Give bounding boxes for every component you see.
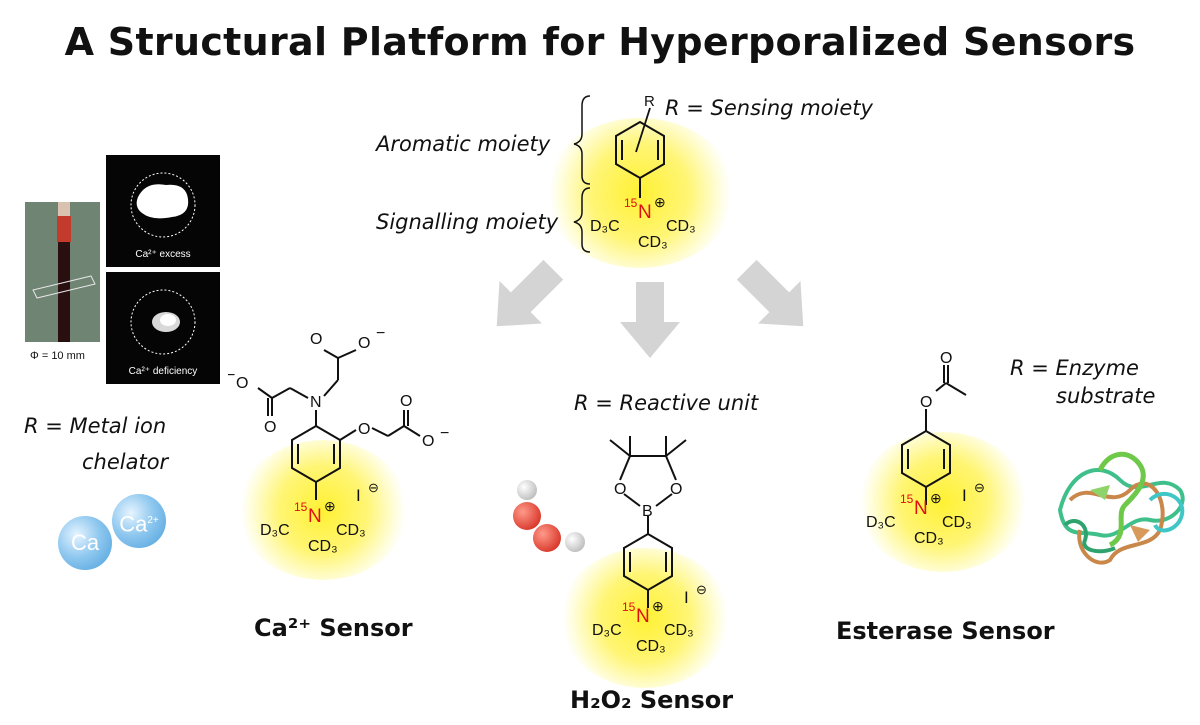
signalling-moiety-label: Signalling moiety	[376, 210, 559, 234]
methyl-bottom: CD₃	[638, 234, 668, 251]
ca-methyl-left: D₃C	[260, 522, 290, 539]
esterase-o-atom-2: O	[920, 394, 932, 411]
platform-structure: R	[573, 93, 665, 253]
ca-r-label-1: R = Metal ion	[24, 414, 167, 438]
esterase-iodide-charge: ⊖	[974, 480, 985, 495]
ca-r-label-2: chelator	[82, 450, 169, 474]
ca-o-atom-7: O	[422, 433, 434, 450]
h2o2-sensor-structure: O O B	[609, 436, 687, 608]
ca-o-atom-2: O	[358, 335, 370, 352]
ca-n15-isotope: 15	[294, 500, 308, 514]
h2o2-sensor-glow	[560, 548, 730, 688]
esterase-protein-image	[1057, 451, 1185, 565]
ca-n-atom: N	[310, 394, 322, 411]
ca-o-atom-3: O	[236, 375, 248, 392]
ca-neg-1: −	[376, 330, 385, 342]
ca-o-atom-5: O	[358, 421, 370, 438]
enzyme-label-2: substrate	[1056, 384, 1156, 408]
arrows	[496, 259, 804, 358]
h2o2-iodide-charge: ⊖	[696, 582, 707, 597]
esterase-methyl-left: D₃C	[866, 514, 896, 531]
h2o2-methyl-right: CD₃	[664, 622, 694, 639]
esterase-n15-atom: N	[914, 498, 928, 519]
ca-methyl-bottom: CD₃	[308, 538, 338, 555]
aromatic-moiety-label: Aromatic moiety	[376, 132, 551, 156]
deficiency-label: Ca²⁺ deficiency	[128, 366, 198, 377]
ca-sensor-caption: Ca²⁺ Sensor	[254, 614, 413, 642]
h2o2-molecule	[513, 480, 585, 552]
ca-o-atom-1: O	[310, 331, 322, 348]
methyl-right: CD₃	[666, 218, 696, 235]
methyl-left: D₃C	[590, 218, 620, 235]
esterase-n15-isotope: 15	[900, 492, 914, 506]
esterase-plus: ⊕	[930, 490, 942, 506]
h2o2-plus: ⊕	[652, 598, 664, 614]
page-title: A Structural Platform for Hyperporalized…	[64, 20, 1136, 64]
plus-charge: ⊕	[654, 194, 666, 210]
esterase-sensor-structure: O O	[901, 350, 967, 505]
ca-iodide-charge: ⊖	[368, 480, 379, 495]
ca-sensor-glow	[238, 440, 408, 580]
ca-ammonium: 15 N ⊕ D₃C CD₃ CD₃ I ⊖	[260, 480, 426, 560]
esterase-o-atom-1: O	[940, 350, 952, 367]
h2o2-b-atom: B	[642, 503, 653, 520]
h2o2-o-atom-1: O	[614, 481, 626, 498]
sensing-moiety-label: R = Sensing moiety	[665, 96, 873, 120]
ca-ion-2: Ca2+	[112, 494, 166, 548]
mri-deficiency-image: Ca²⁺ deficiency	[106, 272, 220, 384]
ca-ion-1: Ca	[58, 516, 112, 570]
excess-label: Ca²⁺ excess	[135, 249, 191, 260]
reactive-unit-label: R = Reactive unit	[574, 391, 759, 415]
enzyme-label-1: R = Enzyme	[1010, 356, 1139, 380]
ca-iodide: I	[356, 486, 361, 505]
h2o2-sensor-caption: H₂O₂ Sensor	[570, 686, 734, 714]
h2o2-o-atom-2: O	[670, 481, 682, 498]
esterase-iodide: I	[962, 486, 967, 505]
platform-r-atom: R	[644, 93, 655, 110]
h2o2-iodide: I	[684, 588, 689, 607]
ca-o-atom-6: O	[400, 393, 412, 410]
arrow-left	[496, 259, 564, 327]
n15-atom: N	[638, 202, 652, 223]
mri-excess-image: Ca²⁺ excess	[106, 155, 220, 267]
ca-sensor-structure: N O O − O − O O O O −	[228, 330, 449, 500]
ca-neg-3: −	[440, 425, 449, 442]
arrow-right	[736, 259, 804, 327]
h2o2-n15-isotope: 15	[622, 600, 636, 614]
h2o2-methyl-left: D₃C	[592, 622, 622, 639]
n15-isotope: 15	[624, 196, 638, 210]
esterase-methyl-right: CD₃	[942, 514, 972, 531]
h2o2-methyl-bottom: CD₃	[636, 638, 666, 655]
esterase-methyl-bottom: CD₃	[914, 530, 944, 547]
ca-o-atom-4: O	[264, 419, 276, 436]
h2o2-ammonium: 15 N ⊕ D₃C CD₃ CD₃ I ⊖	[592, 582, 758, 660]
blood-tube-photo	[25, 202, 100, 342]
esterase-ammonium: 15 N ⊕ D₃C CD₃ CD₃ I ⊖	[866, 480, 1032, 552]
ca-neg-2: −	[228, 367, 235, 384]
arrow-middle	[620, 282, 680, 358]
h2o2-n15-atom: N	[636, 606, 650, 627]
ca-methyl-right: CD₃	[336, 522, 366, 539]
platform-ammonium: 15 N ⊕ D₃C CD₃ CD₃	[590, 194, 714, 256]
ca-n15-atom: N	[308, 506, 322, 527]
tube-diameter-label: Φ = 10 mm	[30, 350, 85, 362]
ca-plus: ⊕	[324, 498, 336, 514]
esterase-sensor-caption: Esterase Sensor	[836, 617, 1055, 645]
